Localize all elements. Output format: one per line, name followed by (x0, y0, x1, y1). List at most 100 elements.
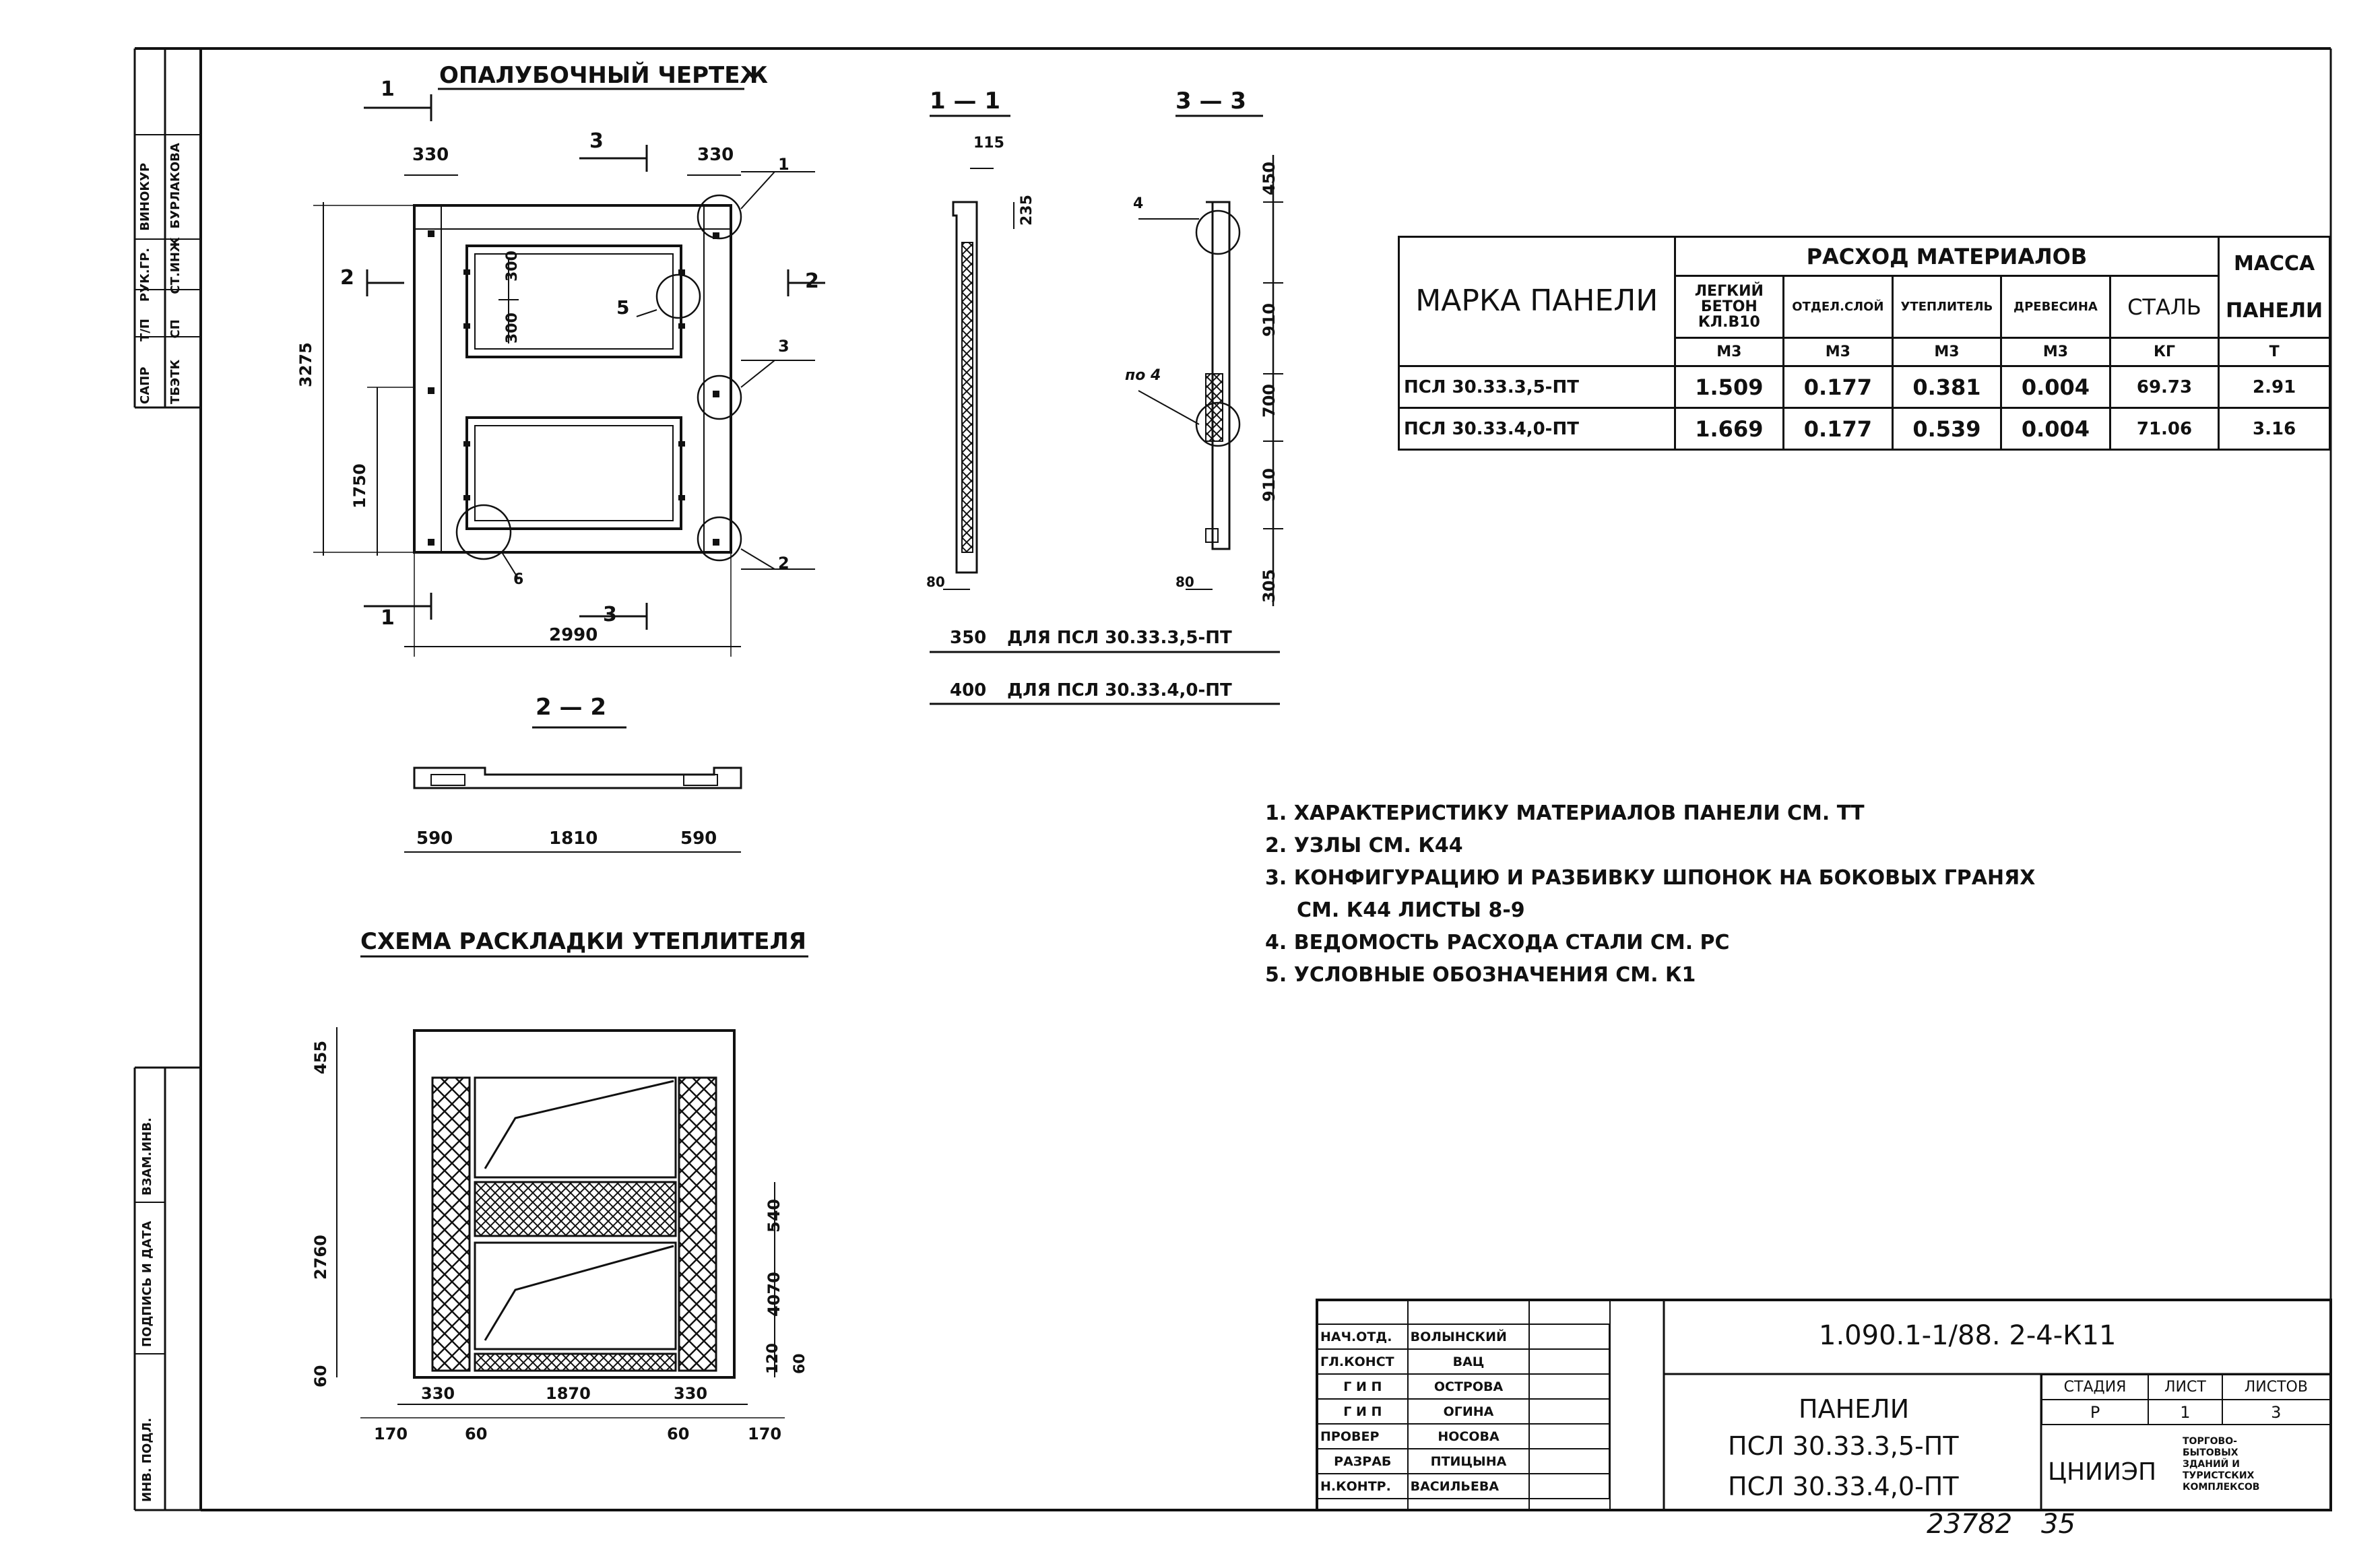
org-desc-line: ТОРГОВО- (2183, 1436, 2237, 1447)
side-stamp-cell: СТ.ИНЖ (168, 237, 183, 294)
side-stamp-sign: ПОДПИСЬ И ДАТА (140, 1220, 154, 1347)
for-350-label: для псл 30.33.3,5-пт (1007, 628, 1232, 648)
mark-3-top: 3 (589, 129, 604, 153)
col-insulation: УТЕПЛИТЕЛЬ (1891, 275, 2003, 339)
dim-1750: 1750 (350, 463, 369, 509)
insulation-title: СХЕМА РАСКЛАДКИ УТЕПЛИТЕЛЯ (360, 928, 806, 955)
mark-node-1: 1 (778, 155, 789, 174)
row-wood: 0.004 (2000, 407, 2111, 451)
person-name: ПТИЦЫНА (1407, 1448, 1530, 1474)
person-name: ВОЛЫНСКИЙ (1407, 1324, 1530, 1350)
consumption-header: РАСХОД МАТЕРИАЛОВ (1673, 236, 2220, 277)
mark-node-5: 5 (616, 296, 630, 319)
dim-300-b: 300 (504, 313, 521, 344)
dim-400: 400 (950, 680, 987, 700)
side-stamp-cell: ТБЭТК (168, 359, 183, 404)
formwork-elevation (313, 94, 825, 657)
table-row: ПСЛ 30.33.3,5-ПТ 1.509 0.177 0.381 0.004… (1398, 365, 2331, 409)
unit-concrete: М3 (1673, 337, 1785, 367)
row-concrete: 1.509 (1673, 365, 1785, 409)
side-stamp-cell: БУРЛАКОВА (168, 143, 183, 229)
dim-540: 540 (765, 1198, 783, 1233)
role: ПРОВЕР (1317, 1423, 1409, 1449)
row-finish: 0.177 (1782, 407, 1894, 451)
dim-60-d: 60 (667, 1425, 690, 1443)
col-concrete: ЛЕГКИЙ БЕТОН КЛ.В10 (1673, 275, 1785, 339)
dim-910-b: 910 (1260, 467, 1279, 502)
dim-3275: 3275 (296, 342, 315, 387)
org-desc-line: КОМПЛЕКСОВ (2183, 1482, 2260, 1493)
row-mass: 3.16 (2218, 407, 2331, 451)
table-row: НАЧ.ОТД.ВОЛЫНСКИЙ (1317, 1324, 1610, 1350)
dim-450: 450 (1260, 161, 1279, 195)
person-name: ВАЦ (1407, 1348, 1530, 1375)
unit-steel: КГ (2108, 337, 2220, 367)
table-row: Н.КОНТР.ВАСИЛЬЕВА (1317, 1473, 1610, 1499)
sheet-frame (133, 47, 2332, 1511)
stage-value: Р (2040, 1399, 2150, 1425)
note-3-cont: СМ. К44 ЛИСТЫ 8-9 (1297, 899, 1525, 922)
dim-120: 120 (765, 1343, 781, 1374)
role: ГЛ.КОНСТ (1317, 1348, 1409, 1375)
sheets-value: 3 (2221, 1399, 2331, 1425)
sheets-label: ЛИСТОВ (2221, 1374, 2331, 1400)
dim-590-a: 590 (416, 828, 453, 849)
note-5: 5. УСЛОВНЫЕ ОБОЗНАЧЕНИЯ СМ. К1 (1265, 963, 1696, 987)
side-stamp-cell: СП (168, 319, 183, 339)
dim-455: 455 (311, 1040, 330, 1074)
note-1: 1. ХАРАКТЕРИСТИКУ МАТЕРИАЛОВ ПАНЕЛИ СМ. … (1265, 802, 1865, 825)
person-name: НОСОВА (1407, 1423, 1530, 1449)
person-name: ВАСИЛЬЕВА (1407, 1473, 1530, 1499)
note-3: 3. КОНФИГУРАЦИЮ И РАЗБИВКУ ШПОНОК НА БОК… (1265, 866, 2036, 890)
row-insulation: 0.539 (1891, 407, 2003, 451)
col-steel: СТАЛЬ (2108, 275, 2220, 339)
dim-80-b: 80 (1175, 574, 1194, 590)
section-1-1-label: 1 — 1 (930, 88, 1000, 115)
person-name: ОГИНА (1407, 1398, 1530, 1425)
side-stamp-inv: ИНВ. ПОДЛ. (140, 1417, 154, 1502)
dim-80-a: 80 (926, 574, 945, 590)
mark-1-top: 1 (381, 77, 395, 101)
col-wood: ДРЕВЕСИНА (2000, 275, 2111, 339)
dim-4070: 4070 (765, 1272, 783, 1317)
row-finish: 0.177 (1782, 365, 1894, 409)
side-stamp-cell: САПР (138, 366, 152, 404)
side-stamp-col-1: САПР Т/П РУК.ГР. ВИНОКУР (138, 163, 152, 404)
note-2: 2. УЗЛЫ СМ. К44 (1265, 834, 1463, 857)
dim-330-c: 330 (421, 1384, 455, 1403)
table-row: ПСЛ 30.33.4,0-ПТ 1.669 0.177 0.539 0.004… (1398, 407, 2331, 451)
dim-1870: 1870 (546, 1384, 591, 1403)
mark-node-2: 2 (778, 554, 789, 573)
dim-305: 305 (1260, 568, 1279, 603)
section-3-3 (1138, 115, 1283, 606)
mark-1-bottom: 1 (381, 606, 395, 630)
unit-finish: М3 (1782, 337, 1894, 367)
brand-header: МАРКА ПАНЕЛИ (1398, 236, 1676, 367)
stamp-title-3: ПСЛ 30.33.4,0-ПТ (1728, 1472, 1959, 1501)
stamp-title-2: ПСЛ 30.33.3,5-ПТ (1728, 1431, 1959, 1461)
row-brand: ПСЛ 30.33.3,5-ПТ (1398, 365, 1676, 409)
org-desc: ТОРГОВО- БЫТОВЫХ ЗДАНИЙ И ТУРИСТСКИХ КОМ… (2183, 1436, 2259, 1493)
dim-2990: 2990 (549, 625, 598, 645)
org-name: ЦНИИЭП (2048, 1458, 2157, 1486)
dim-330-right: 330 (697, 145, 734, 165)
mark-3-bottom: 3 (603, 603, 617, 626)
unit-wood: М3 (2000, 337, 2111, 367)
person-name: ОСТРОВА (1407, 1373, 1530, 1400)
side-stamp-col-2: ТБЭТК СП СТ.ИНЖ БУРЛАКОВА (168, 143, 183, 404)
stamp-title-1: ПАНЕЛИ (1799, 1394, 1910, 1424)
org-desc-line: БЫТОВЫХ (2183, 1447, 2238, 1458)
mark-po4: по 4 (1125, 367, 1161, 384)
dim-330-left: 330 (412, 145, 449, 165)
inv-number: 23782 (1927, 1509, 2013, 1540)
role: Н.КОНТР. (1317, 1473, 1409, 1499)
note-4: 4. ВЕДОМОСТЬ РАСХОДА СТАЛИ СМ. РС (1265, 931, 1730, 954)
mark-2-left: 2 (340, 266, 354, 290)
org-desc-line: ЗДАНИЙ И (2183, 1459, 2240, 1470)
dim-700: 700 (1260, 383, 1279, 418)
role: Г И П (1317, 1398, 1409, 1425)
